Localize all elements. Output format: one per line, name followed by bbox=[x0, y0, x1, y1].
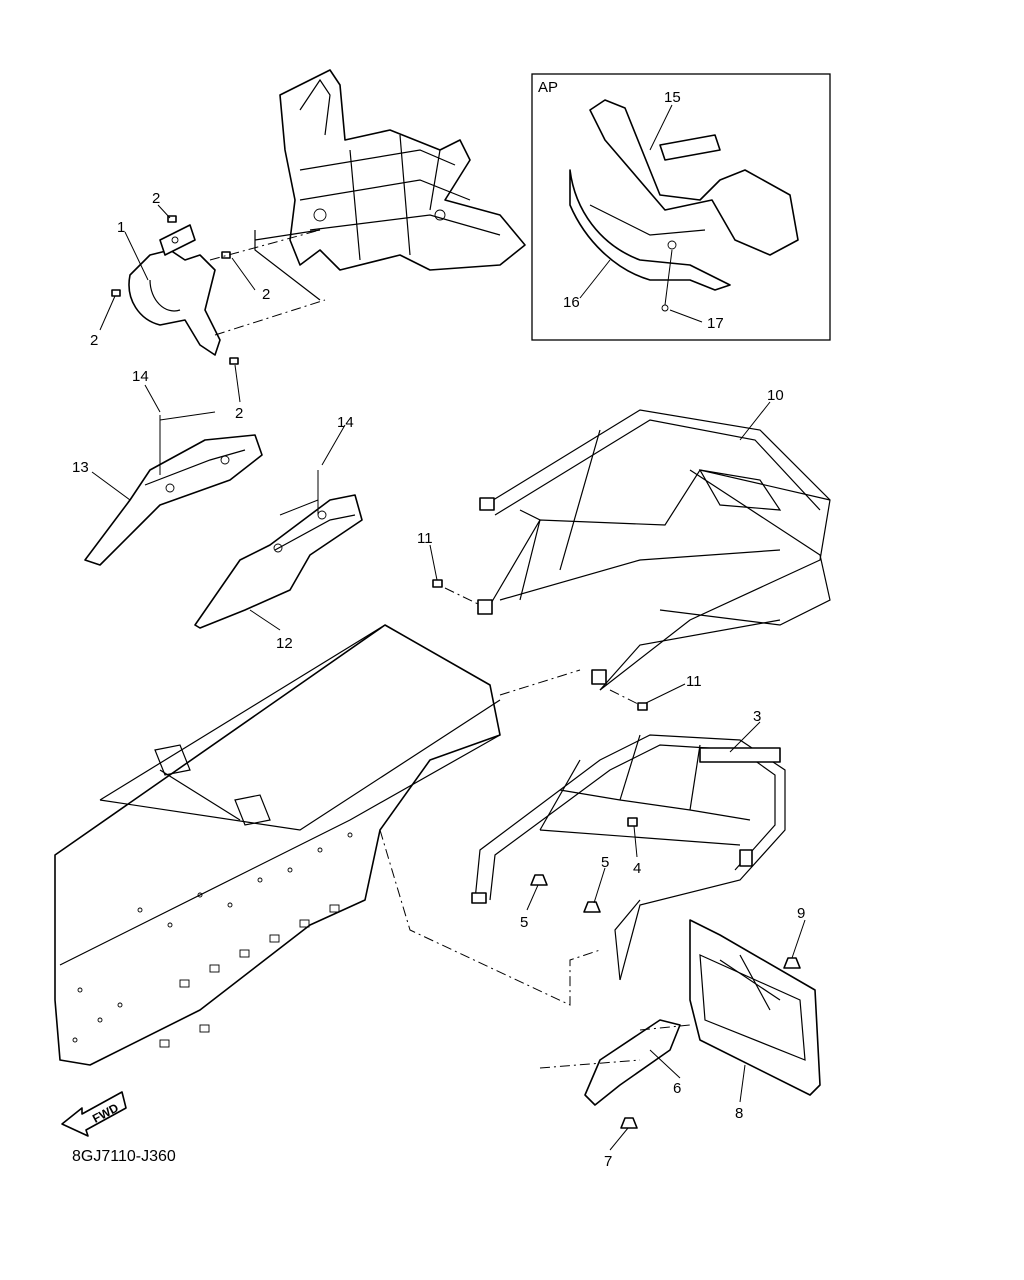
callout-2-top: 2 bbox=[152, 190, 160, 207]
bolt-4 bbox=[627, 817, 638, 827]
drawing-number: 8GJ7110-J360 bbox=[72, 1148, 176, 1165]
cargo-floor-body bbox=[54, 624, 501, 1066]
clips-5 bbox=[530, 874, 601, 913]
clip-9 bbox=[783, 957, 801, 969]
callout-9: 9 bbox=[797, 905, 805, 922]
callout-3: 3 bbox=[753, 708, 761, 725]
callout-1: 1 bbox=[117, 219, 125, 236]
callout-2-right: 2 bbox=[262, 286, 270, 303]
clip-7 bbox=[620, 1117, 638, 1129]
callout-14-left: 14 bbox=[132, 368, 149, 385]
callout-6: 6 bbox=[673, 1080, 681, 1097]
side-panel-12 bbox=[194, 494, 363, 629]
callout-10: 10 bbox=[767, 387, 784, 404]
callout-5-left: 5 bbox=[520, 914, 528, 931]
fwd-arrow-icon: FWD bbox=[61, 1091, 127, 1137]
callout-11-left: 11 bbox=[417, 530, 433, 547]
callout-11-right: 11 bbox=[686, 673, 702, 690]
side-panel-13 bbox=[84, 434, 263, 566]
callout-12: 12 bbox=[276, 635, 293, 652]
rear-carrier-3 bbox=[471, 734, 786, 981]
callout-15: 15 bbox=[664, 89, 681, 106]
rear-rack-10 bbox=[477, 409, 831, 691]
callout-8: 8 bbox=[735, 1105, 743, 1122]
callout-7: 7 bbox=[604, 1153, 612, 1170]
callout-16: 16 bbox=[563, 294, 580, 311]
callout-17: 17 bbox=[707, 315, 724, 332]
floor-rivets bbox=[72, 832, 353, 1043]
rear-panel-8 bbox=[689, 919, 821, 1096]
callout-13: 13 bbox=[72, 459, 89, 476]
floor-vent-slots bbox=[159, 904, 340, 1048]
front-frame-assembly bbox=[254, 69, 526, 301]
bolts-11 bbox=[432, 579, 648, 711]
leader-lines bbox=[91, 104, 806, 1151]
inset-ap bbox=[531, 73, 831, 341]
front-bumper-bracket bbox=[128, 224, 221, 356]
callout-14-right: 14 bbox=[337, 414, 354, 431]
callout-labels: 1 2 2 2 2 3 4 5 5 6 7 8 9 10 11 11 12 13… bbox=[72, 79, 805, 1170]
callout-5-right: 5 bbox=[601, 854, 609, 871]
inset-label: AP bbox=[538, 79, 558, 96]
side-guard-6 bbox=[584, 1019, 681, 1106]
callout-2-bottom: 2 bbox=[235, 405, 243, 422]
callout-4: 4 bbox=[633, 860, 641, 877]
callout-2-left: 2 bbox=[90, 332, 98, 349]
